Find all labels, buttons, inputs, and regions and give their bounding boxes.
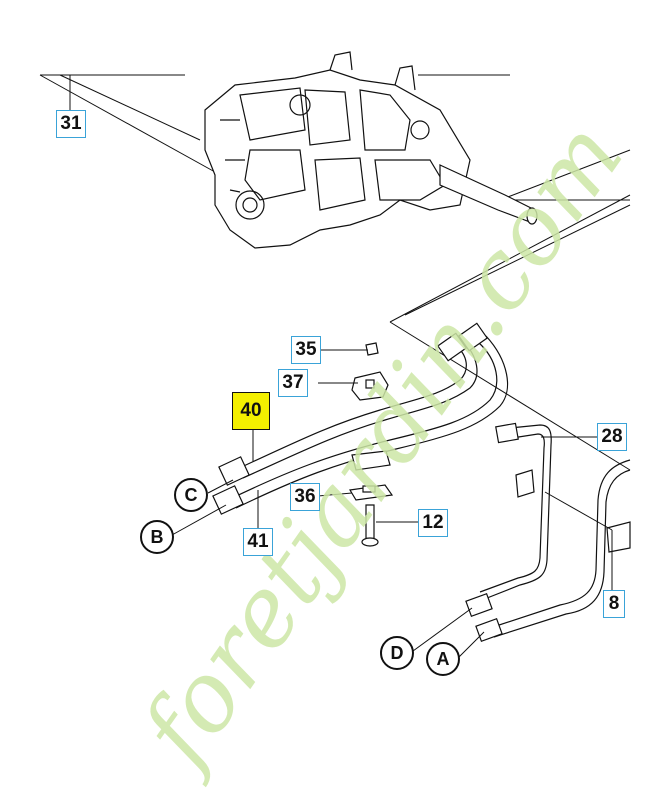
callout-35: 35 (291, 336, 321, 364)
connection-d: D (380, 636, 414, 670)
callout-28: 28 (597, 423, 627, 451)
connection-c: C (174, 478, 208, 512)
rigid-lines (465, 422, 631, 643)
callout-8: 8 (603, 590, 625, 618)
leader-lines (69, 75, 613, 659)
callout-31: 31 (56, 110, 86, 138)
callout-41: 41 (243, 528, 273, 556)
callout-36: 36 (290, 483, 320, 511)
hose-assembly (212, 322, 509, 515)
callout-37: 37 (278, 369, 308, 397)
callout-12: 12 (418, 509, 448, 537)
frame-lines (39, 74, 631, 471)
transmission-assembly (204, 51, 538, 249)
clamp-parts (349, 342, 394, 547)
connection-a: A (426, 642, 460, 676)
connection-b: B (140, 520, 174, 554)
callout-40: 40 (232, 392, 270, 430)
